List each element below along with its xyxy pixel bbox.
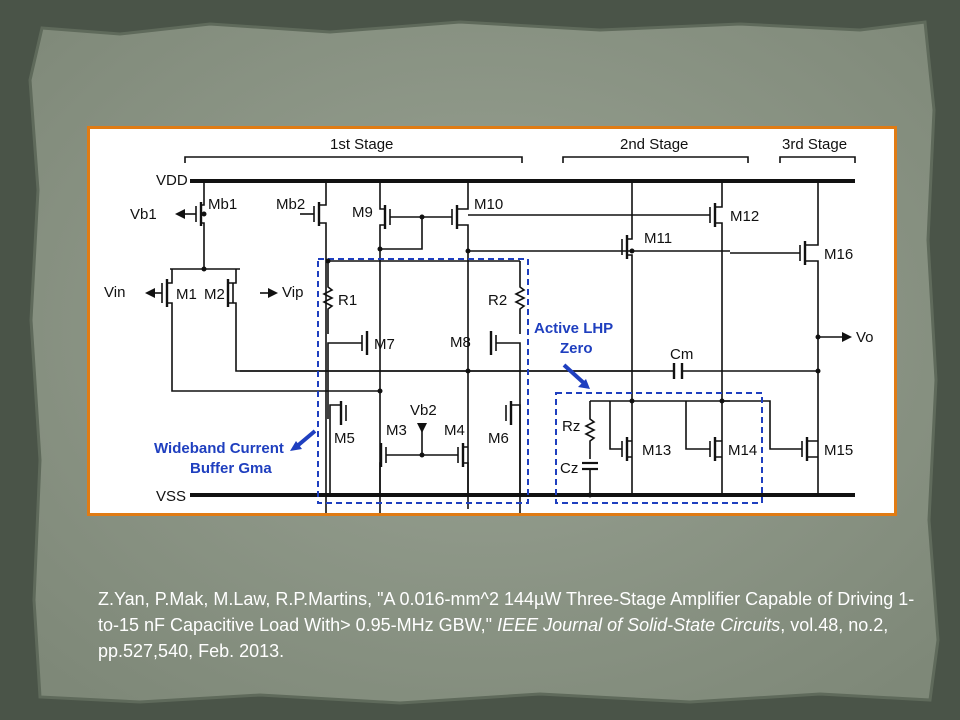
- mb2-label: Mb2: [276, 196, 305, 213]
- rz-label: Rz: [562, 418, 580, 435]
- m3-label: M3: [386, 422, 407, 439]
- vo-label: Vo: [856, 329, 874, 346]
- lhp-zero-box: [555, 392, 763, 504]
- three-stage-amplifier-schematic: 1st Stage 2nd Stage 3rd Stage VDD VSS Vb…: [104, 136, 874, 513]
- stage3-label: 3rd Stage: [782, 136, 847, 153]
- current-buffer-box: [317, 258, 529, 504]
- vb2-label: Vb2: [410, 402, 437, 419]
- m9-label: M9: [352, 204, 373, 221]
- buffer-label-1: Wideband Current: [154, 440, 284, 457]
- citation-text: Z.Yan, P.Mak, M.Law, R.P.Martins, "A 0.0…: [98, 589, 915, 635]
- m12-label: M12: [730, 208, 759, 225]
- active-lhp-label-1: Active LHP: [534, 320, 613, 337]
- m10-label: M10: [474, 196, 503, 213]
- m4-label: M4: [444, 422, 465, 439]
- vss-label: VSS: [156, 488, 186, 505]
- r1-label: R1: [338, 292, 357, 309]
- stage1-label: 1st Stage: [330, 136, 393, 153]
- circuit-figure: 1st Stage 2nd Stage 3rd Stage VDD VSS Vb…: [87, 126, 897, 516]
- stage2-label: 2nd Stage: [620, 136, 688, 153]
- vin-terminal: [145, 288, 155, 298]
- active-lhp-label-2: Zero: [560, 340, 593, 357]
- m8-label: M8: [450, 334, 471, 351]
- m11-label: M11: [644, 230, 672, 247]
- buffer-label-2: Buffer Gma: [190, 460, 272, 477]
- vin-label: Vin: [104, 284, 125, 301]
- r2-label: R2: [488, 292, 507, 309]
- m14-label: M14: [728, 442, 757, 459]
- vb1-terminal: [175, 209, 185, 219]
- m2-label: M2: [204, 286, 225, 303]
- vip-terminal: [268, 288, 278, 298]
- m5-label: M5: [334, 430, 355, 447]
- vdd-label: VDD: [156, 172, 188, 189]
- citation: Z.Yan, P.Mak, M.Law, R.P.Martins, "A 0.0…: [98, 586, 918, 664]
- m13-label: M13: [642, 442, 671, 459]
- citation-journal: IEEE Journal of Solid-State Circuits: [497, 615, 781, 635]
- cz-label: Cz: [560, 460, 578, 477]
- vo-terminal: [842, 332, 852, 342]
- stage1-brace: [184, 156, 523, 163]
- vb2-terminal: [417, 423, 427, 433]
- vb1-label: Vb1: [130, 206, 157, 223]
- m15-label: M15: [824, 442, 853, 459]
- vip-label: Vip: [282, 284, 303, 301]
- m16-label: M16: [824, 246, 853, 263]
- citation-tail: , vol.48, no.2, pp.527,540, Feb. 2013.: [98, 615, 889, 661]
- stage2-brace: [562, 156, 749, 163]
- m6-label: M6: [488, 430, 509, 447]
- stage3-brace: [779, 156, 856, 163]
- mb1-label: Mb1: [208, 196, 237, 213]
- m7-label: M7: [374, 336, 395, 353]
- cm-label: Cm: [670, 346, 693, 363]
- m1-label: M1: [176, 286, 197, 303]
